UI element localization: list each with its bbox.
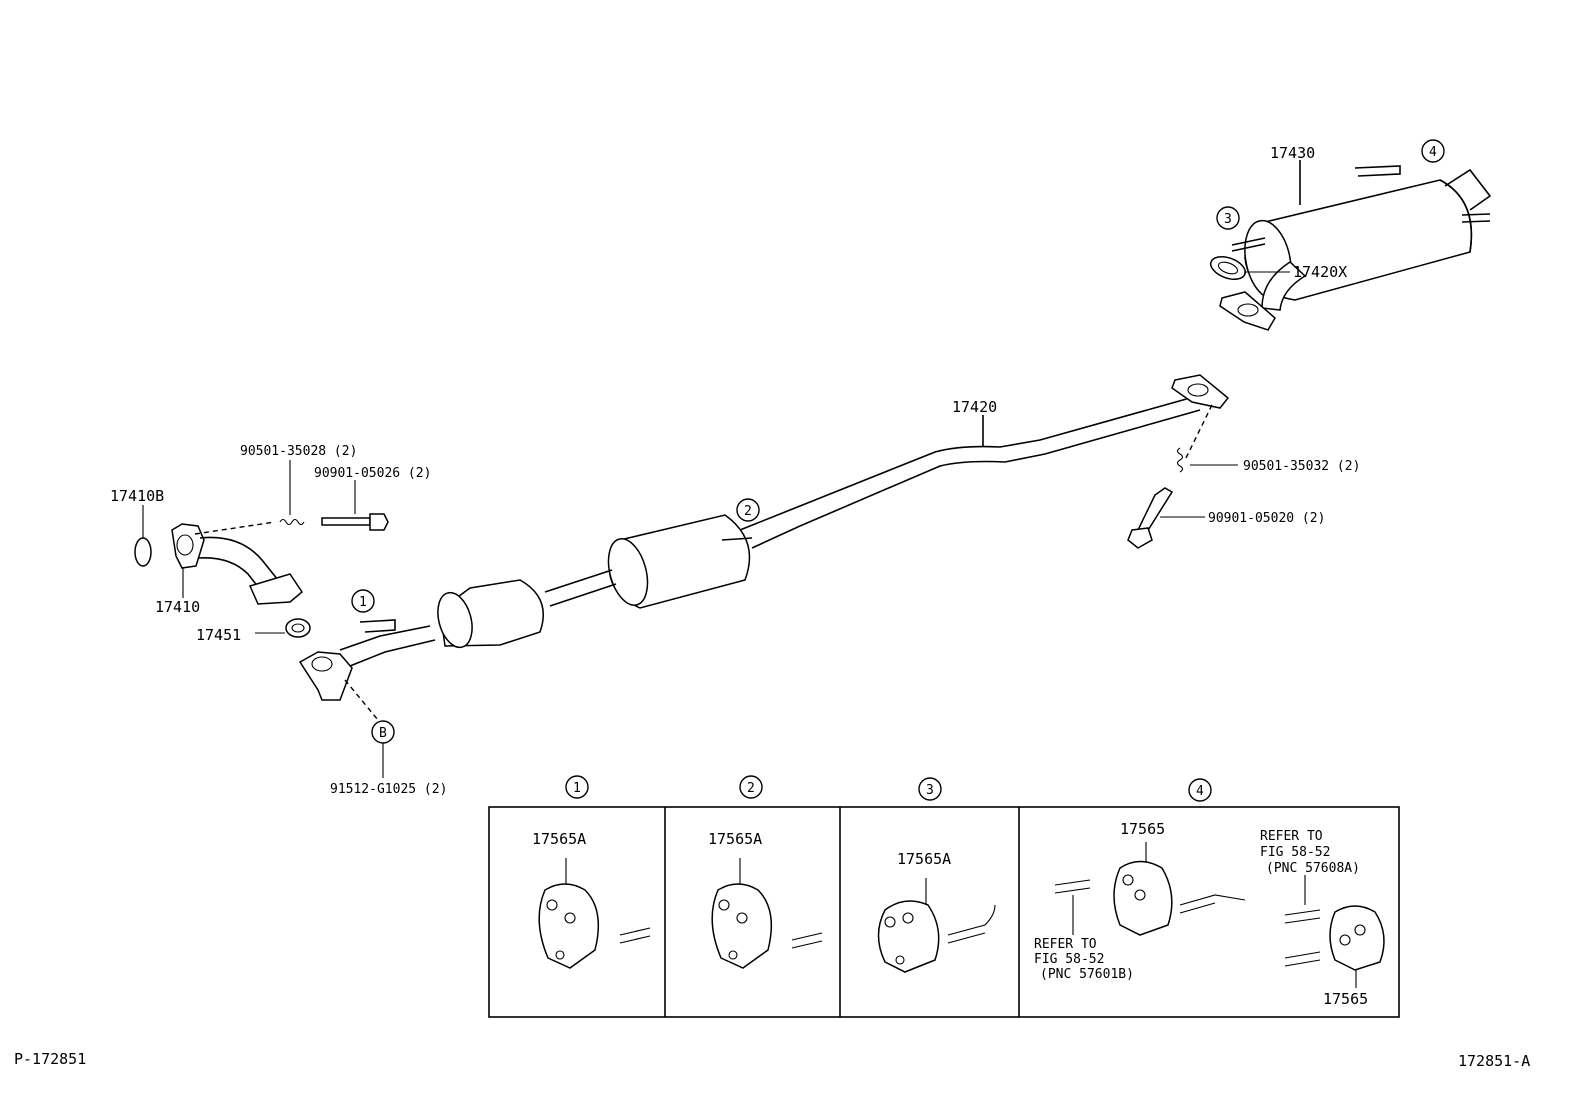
label-17420x: 17420X <box>1293 263 1347 281</box>
panel4-part-bottom: 17565 <box>1323 990 1368 1008</box>
gasket-17420x <box>1209 256 1290 280</box>
callout-b-main: B <box>379 726 387 741</box>
refer-left-line1: REFER TO <box>1034 937 1097 952</box>
panel-labels: 17565A 17565A 17565A 17565 17565 REFER T… <box>532 820 1368 1008</box>
bolts-springs <box>279 447 1184 549</box>
label-17451: 17451 <box>196 626 241 644</box>
callout-2-main: 2 <box>744 504 752 519</box>
label-17420: 17420 <box>952 398 997 416</box>
label-91512-g1025: 91512-G1025 (2) <box>330 782 447 797</box>
label-90501-35032: 90501-35032 (2) <box>1243 459 1360 474</box>
refer-left-line2: FIG 58-52 <box>1034 952 1104 967</box>
footer-left-code: P-172851 <box>14 1050 86 1068</box>
callout-1-panel: 1 <box>573 781 581 796</box>
panel1-part: 17565A <box>532 830 586 848</box>
callout-1-main: 1 <box>359 595 367 610</box>
tail-muffler <box>1219 165 1492 331</box>
callout-numbers: 4 3 2 1 B 1 2 3 4 <box>359 145 1437 799</box>
front-pipe-17410 <box>134 523 311 638</box>
label-90501-35028: 90501-35028 (2) <box>240 444 357 459</box>
callout-3-panel: 3 <box>926 783 934 798</box>
part-labels: 17430 17420X 17420 90501-35032 (2) 90901… <box>110 144 1360 797</box>
label-90901-05026: 90901-05026 (2) <box>314 466 431 481</box>
panel2-part: 17565A <box>708 830 762 848</box>
callout-4-panel: 4 <box>1196 784 1204 799</box>
label-17410: 17410 <box>155 598 200 616</box>
refer-left-line3: (PNC 57601B) <box>1040 967 1134 982</box>
label-17410b: 17410B <box>110 487 164 505</box>
footer-right-code: 172851-A <box>1458 1052 1530 1070</box>
callouts-main <box>351 139 1445 744</box>
leader-lines <box>142 160 1301 778</box>
label-17430: 17430 <box>1270 144 1315 162</box>
panel4-part-top: 17565 <box>1120 820 1165 838</box>
callout-2-panel: 2 <box>747 781 755 796</box>
hanger-drawings <box>538 842 1385 988</box>
refer-right-line3: (PNC 57608A) <box>1266 861 1360 876</box>
panel3-part: 17565A <box>897 850 951 868</box>
refer-right-line2: FIG 58-52 <box>1260 845 1330 860</box>
refer-right-line1: REFER TO <box>1260 829 1323 844</box>
footer: P-172851 172851-A <box>14 1050 1530 1070</box>
callout-3-main: 3 <box>1224 212 1232 227</box>
detail-panels-frame <box>488 775 1400 1018</box>
label-90901-05020: 90901-05020 (2) <box>1208 511 1325 526</box>
callout-4-main: 4 <box>1429 145 1437 160</box>
center-pipe <box>298 374 1230 701</box>
